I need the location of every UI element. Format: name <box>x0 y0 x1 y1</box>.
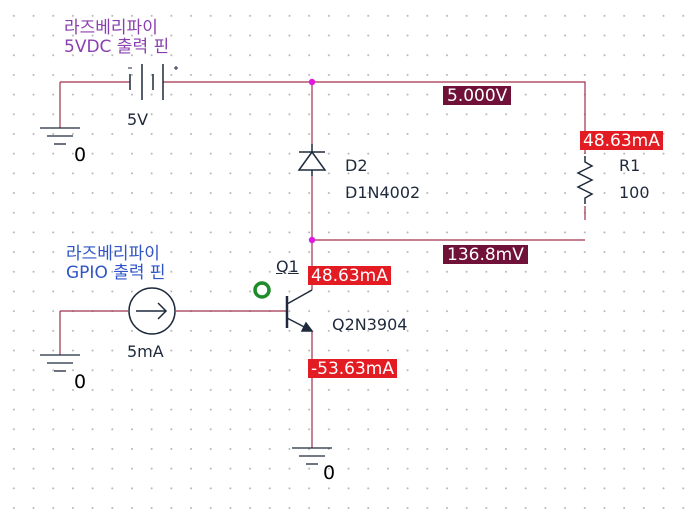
gpio-source-value[interactable]: 5mA <box>127 342 164 361</box>
voltage-probe-top[interactable]: 5.000V <box>443 86 512 105</box>
current-probe-emitter[interactable]: -53.63mA <box>308 359 397 378</box>
voltage-probe-collector[interactable]: 136.8mV <box>443 245 528 264</box>
transistor-refdes[interactable]: Q1 <box>276 257 299 276</box>
diode-symbol[interactable] <box>297 144 327 176</box>
diode-refdes[interactable]: D2 <box>345 156 368 175</box>
ground-icon <box>292 447 332 465</box>
diode-part[interactable]: D1N4002 <box>345 183 421 202</box>
junction-dot-icon <box>308 236 316 244</box>
resistor-symbol[interactable] <box>574 154 596 206</box>
ground-label-1: 0 <box>74 144 87 166</box>
transistor-part[interactable]: Q2N3904 <box>332 315 408 334</box>
resistor-refdes[interactable]: R1 <box>619 156 641 175</box>
gpio-label-line2: GPIO 출력 핀 <box>66 263 166 283</box>
current-source-symbol[interactable] <box>128 287 176 335</box>
selection-ring-icon[interactable] <box>253 281 271 299</box>
current-probe-collector[interactable]: 48.63mA <box>308 266 391 285</box>
npn-transistor-symbol[interactable] <box>285 289 314 332</box>
supply-label-line1: 라즈베리파이 <box>64 18 158 38</box>
supply-value[interactable]: 5V <box>127 110 149 129</box>
current-probe-resistor[interactable]: 48.63mA <box>580 131 663 150</box>
ground-label-3: 0 <box>323 462 336 484</box>
ground-icon <box>40 127 80 145</box>
gpio-label-line1: 라즈베리파이 <box>66 244 160 264</box>
battery-symbol[interactable] <box>128 64 178 100</box>
ground-label-2: 0 <box>74 371 87 393</box>
resistor-value[interactable]: 100 <box>619 183 650 202</box>
junction-dot-icon <box>308 78 316 86</box>
ground-icon <box>40 354 80 372</box>
supply-label-line2: 5VDC 출력 핀 <box>64 37 170 57</box>
